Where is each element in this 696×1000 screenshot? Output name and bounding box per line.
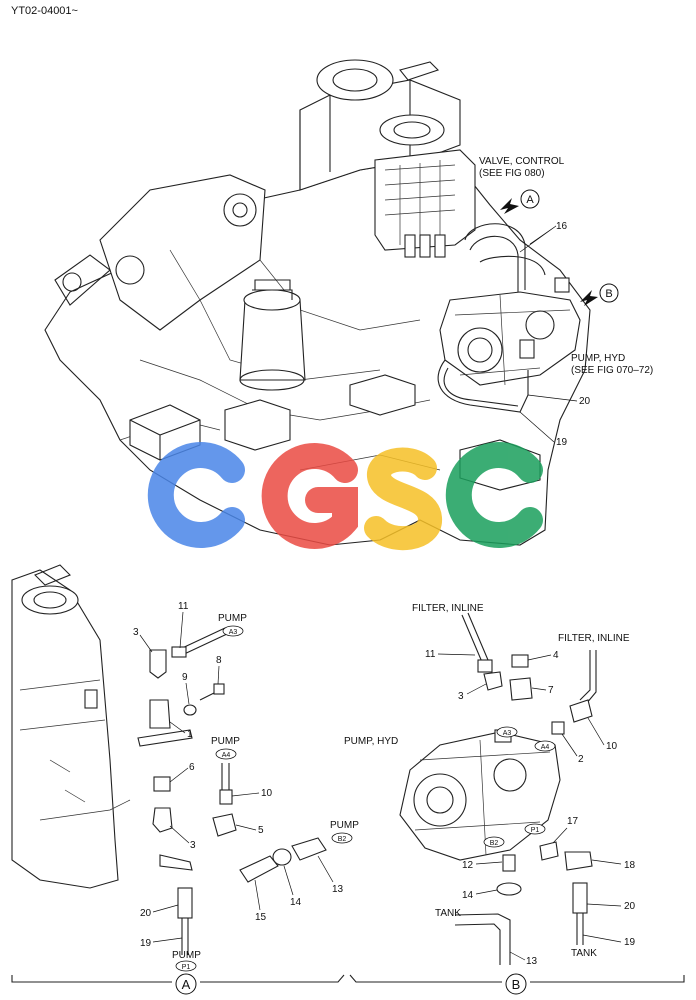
- section-bracket-a: A: [11, 973, 345, 995]
- a-part-13: 13: [332, 884, 344, 895]
- callout-valve-see-fig: (SEE FIG 080): [479, 168, 545, 179]
- callout-valve-control: VALVE, CONTROL: [479, 156, 565, 167]
- b-part-11: 11: [425, 649, 436, 660]
- b-part-19: 19: [624, 937, 636, 948]
- a-part-1: 1: [187, 729, 193, 740]
- a-part-14: 14: [290, 897, 302, 908]
- a-part-9: 9: [182, 672, 188, 683]
- a-pump-label-a3: PUMP: [218, 613, 247, 624]
- a-tag-a4: A4: [215, 748, 237, 760]
- b-filter-inline-left: FILTER, INLINE: [412, 603, 484, 614]
- b-part-14: 14: [462, 890, 474, 901]
- callout-19: 19: [556, 437, 568, 448]
- view-marker-b-label: B: [605, 288, 612, 300]
- a-tag-p1: P1: [175, 960, 197, 972]
- b-tag-a3: A3: [496, 726, 518, 738]
- b-part-10: 10: [606, 741, 618, 752]
- a-part-15: 15: [255, 912, 267, 923]
- a-tag-a3: A3: [222, 625, 244, 637]
- view-marker-b: B: [599, 283, 619, 303]
- b-part-4: 4: [553, 650, 559, 661]
- view-marker-a: A: [520, 189, 540, 209]
- a-pump-label-b2: PUMP: [330, 820, 359, 831]
- callout-20: 20: [579, 396, 591, 407]
- b-part-20: 20: [624, 901, 636, 912]
- figure-code: YT02-04001~: [11, 5, 78, 17]
- b-tag-p1: P1: [524, 823, 546, 835]
- b-tag-a4: A4: [534, 740, 556, 752]
- b-part-12: 12: [462, 860, 474, 871]
- a-part-19: 19: [140, 938, 152, 949]
- b-tag-b2: B2: [483, 836, 505, 848]
- detail-b-labels: FILTER, INLINE FILTER, INLINE PUMP, HYD …: [344, 603, 630, 959]
- section-label-b: B: [512, 977, 521, 992]
- watermark-letter-4: [445, 442, 543, 548]
- a-tag-b2: B2: [331, 832, 353, 844]
- detail-b: [399, 612, 597, 965]
- detail-a-labels: PUMP A3 PUMP A4 PUMP B2 PUMP P1: [172, 613, 359, 972]
- watermark-letter-1: [147, 442, 245, 548]
- a-part-3-mid: 3: [190, 840, 196, 851]
- b-tank-right: TANK: [571, 948, 597, 959]
- a-pump-label-p1: PUMP: [172, 950, 201, 961]
- svg-text:P1: P1: [531, 827, 540, 834]
- arrow-to-b: [580, 290, 598, 306]
- section-label-a: A: [182, 977, 191, 992]
- svg-text:A4: A4: [222, 752, 231, 759]
- a-part-20: 20: [140, 908, 152, 919]
- b-part-17: 17: [567, 816, 579, 827]
- a-part-5: 5: [258, 825, 264, 836]
- watermark-letter-2: [261, 443, 358, 549]
- svg-text:A3: A3: [229, 629, 238, 636]
- b-filter-inline-right: FILTER, INLINE: [558, 633, 630, 644]
- watermark-letter-3: [364, 447, 442, 551]
- a-pump-label-a4: PUMP: [211, 736, 240, 747]
- b-part-3: 3: [458, 691, 464, 702]
- machine-frame-illustration: [44, 59, 591, 546]
- detail-a: [11, 564, 327, 955]
- b-part-18: 18: [624, 860, 636, 871]
- b-part-7: 7: [548, 685, 554, 696]
- view-marker-a-label: A: [526, 194, 534, 206]
- section-bracket-b: B: [349, 973, 685, 995]
- arrow-to-a: [500, 198, 519, 214]
- a-part-11: 11: [178, 601, 189, 612]
- watermark-logo: [147, 442, 543, 551]
- svg-text:P1: P1: [182, 964, 191, 971]
- svg-text:A3: A3: [503, 730, 512, 737]
- b-tank-left: TANK: [435, 908, 461, 919]
- b-pump-hyd-label: PUMP, HYD: [344, 736, 398, 747]
- svg-text:B2: B2: [338, 836, 347, 843]
- a-part-3-top: 3: [133, 627, 139, 638]
- svg-text:A4: A4: [541, 744, 550, 751]
- a-part-8: 8: [216, 655, 222, 666]
- b-part-13: 13: [526, 956, 538, 967]
- a-part-10: 10: [261, 788, 273, 799]
- a-part-6: 6: [189, 762, 195, 773]
- callout-pump-hyd: PUMP, HYD: [571, 353, 625, 364]
- detail-b-callouts: 11 4 3 7 10 2 17 12 18 14 20 19 13: [425, 649, 636, 967]
- b-part-2: 2: [578, 754, 584, 765]
- svg-text:B2: B2: [490, 840, 499, 847]
- callout-16: 16: [556, 221, 568, 232]
- detail-a-callouts: 11 3 8 9 1 6 3 5 10 15 14 13 20 19: [133, 601, 344, 949]
- callout-pump-see-fig: (SEE FIG 070–72): [571, 365, 653, 376]
